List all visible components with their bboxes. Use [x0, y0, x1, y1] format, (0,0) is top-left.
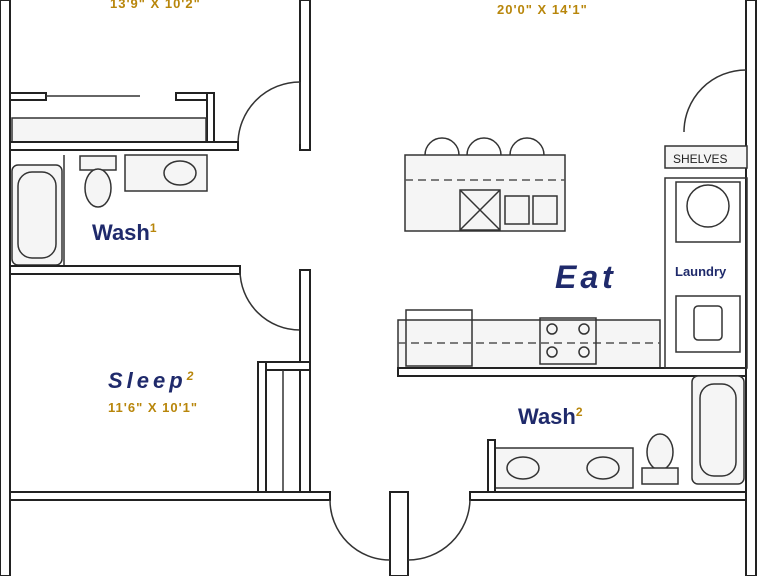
wall-wash1-top [9, 141, 239, 151]
toilet2-bowl [646, 433, 674, 471]
bathtub-wash2 [691, 375, 745, 485]
door-arc-top-left [237, 81, 301, 145]
wall-bottom-right [469, 491, 747, 501]
top-left-room-dimension: 13'9" X 10'2" [110, 0, 201, 11]
washer [675, 295, 741, 353]
stool-2 [466, 137, 502, 156]
wash2-label: Wash2 [518, 404, 583, 429]
wall-sleep2-right [299, 269, 311, 501]
refrigerator [405, 309, 473, 367]
stool-1 [424, 137, 460, 156]
burner-1 [546, 323, 558, 335]
door-arc-bottom-right [407, 499, 471, 561]
dryer [675, 181, 741, 243]
burner-2 [578, 323, 590, 335]
outer-wall-left [0, 0, 11, 576]
dishwasher-x2 [459, 189, 501, 231]
door-arc-top-right [683, 69, 747, 133]
sink-wash1 [163, 160, 197, 186]
washer-lid [693, 305, 723, 341]
burner-3 [546, 346, 558, 358]
wall-bottom-left [9, 491, 331, 501]
laundry-label: Laundry [675, 264, 727, 279]
wash1-label: Wash1 [92, 220, 157, 245]
sleep2-dimension: 11'6" X 10'1" [108, 400, 198, 415]
wall-sleep2-closet-v [257, 361, 267, 493]
dryer-drum [686, 184, 730, 228]
closet-wall-v [206, 92, 215, 146]
bathtub-inner [17, 171, 57, 259]
sink-wash2-right [586, 456, 620, 480]
dishwasher [459, 189, 501, 231]
sink-wash2-left [506, 456, 540, 480]
bathtub2-inner [699, 383, 737, 477]
outer-wall-right [745, 0, 757, 576]
shelves-box [664, 145, 748, 169]
toilet2-tank [641, 467, 679, 485]
wall-bottom-center-left [389, 491, 409, 576]
closet-shelf [11, 117, 207, 143]
top-center-room-dimension: 20'0" X 14'1" [497, 2, 588, 17]
toilet-tank [79, 155, 117, 171]
wall-wash2-left [487, 439, 496, 493]
wall-top-left-divider [299, 0, 311, 151]
stool-3 [509, 137, 545, 156]
range [539, 317, 597, 365]
door-arc-sleep2 [239, 269, 301, 331]
sleep2-label: Sleep2 [108, 368, 197, 393]
laundry-enclosure [664, 177, 748, 369]
island-sink-left [504, 195, 530, 225]
burner-4 [578, 346, 590, 358]
shelves-label: SHELVES [673, 152, 727, 166]
kitchen-island [404, 154, 566, 232]
toilet-bowl [84, 168, 112, 208]
wall-kitchen-bottom [397, 367, 747, 377]
wall-wash1-bottom [9, 265, 241, 275]
closet-wall [9, 92, 47, 101]
eat-label: Eat [555, 259, 617, 295]
kitchen-counter [397, 319, 661, 369]
island-sink-right [532, 195, 558, 225]
door-arc-bottom-left [329, 499, 391, 561]
